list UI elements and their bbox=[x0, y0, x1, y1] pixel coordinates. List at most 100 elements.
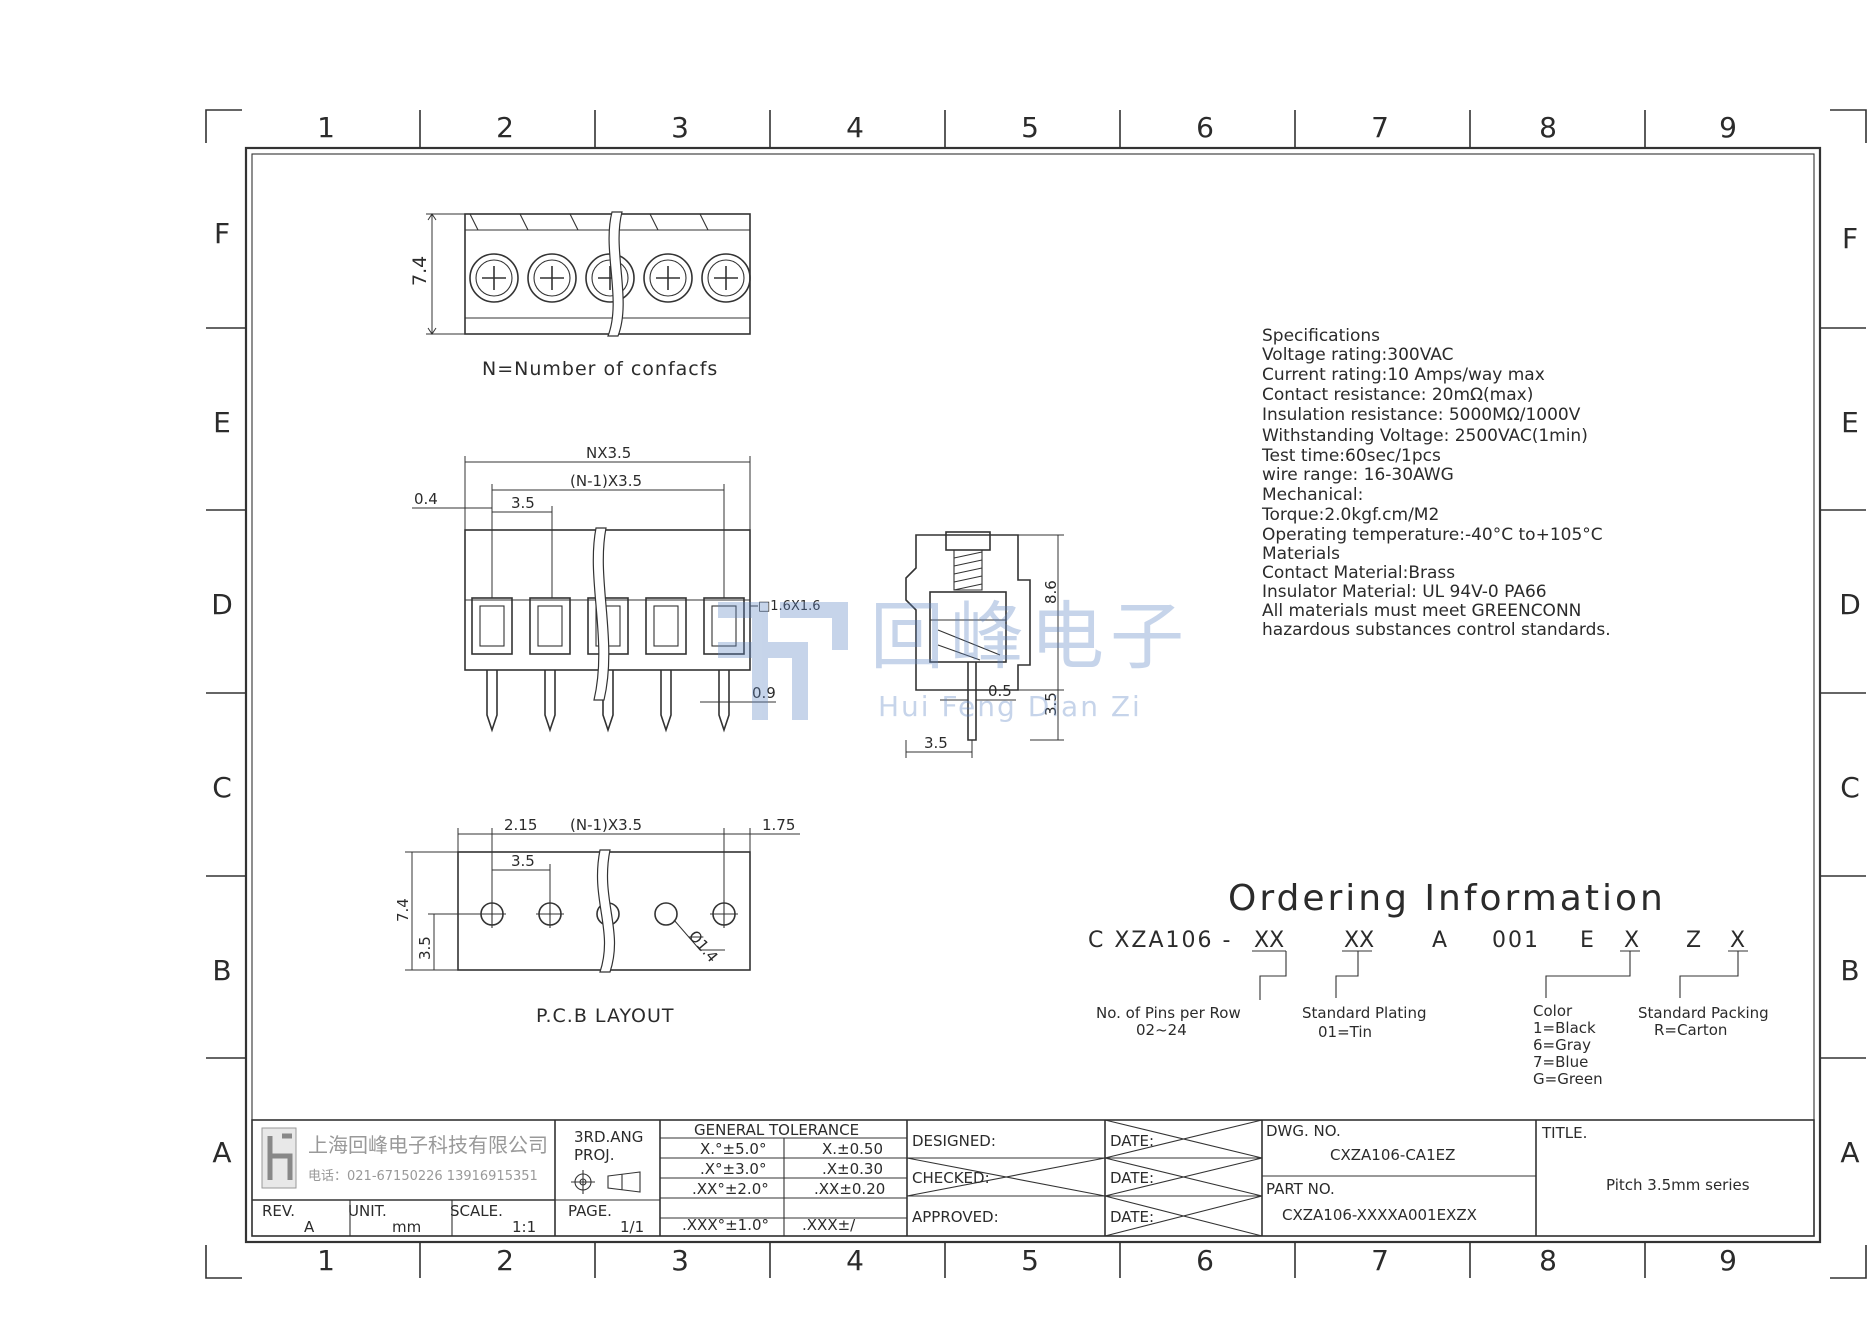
unit-label: UNIT. bbox=[348, 1202, 387, 1220]
front-dim-pitch: 3.5 bbox=[511, 494, 535, 512]
front-dim-pin-width: 0.9 bbox=[752, 684, 776, 702]
part-no-label: PART NO. bbox=[1266, 1180, 1335, 1198]
spec-line-10: Operating temperature:-40°C to+105°C bbox=[1262, 525, 1603, 545]
ordering-color-opt-2: 7=Blue bbox=[1533, 1053, 1588, 1071]
zone-col-1-bottom: 1 bbox=[317, 1244, 335, 1277]
ordering-pins-label: No. of Pins per Row bbox=[1096, 1004, 1241, 1022]
side-dim-depth: 3.5 bbox=[924, 734, 948, 752]
title-value: Pitch 3.5mm series bbox=[1606, 1176, 1750, 1194]
zone-labels-left: F E D C B A bbox=[211, 217, 233, 1169]
zone-row-d-right: D bbox=[1839, 588, 1861, 621]
front-view: NX3.5 (N-1)X3.5 0.4 3.5 □1.6X1.6 0.9 bbox=[412, 444, 821, 733]
tol-linear-2: .XX±0.20 bbox=[814, 1180, 885, 1198]
spec-line-12: Contact Material:Brass bbox=[1262, 563, 1455, 583]
spec-line-8: Mechanical: bbox=[1262, 485, 1363, 505]
zone-row-e: E bbox=[213, 406, 231, 439]
outer-frame bbox=[244, 146, 1822, 1244]
zone-col-3: 3 bbox=[671, 111, 689, 144]
spec-line-1: Voltage rating:300VAC bbox=[1262, 345, 1453, 365]
zone-row-a: A bbox=[212, 1136, 231, 1169]
zone-col-7-bottom: 7 bbox=[1371, 1244, 1389, 1277]
zone-row-c: C bbox=[212, 771, 232, 804]
ordering-color-opt-3: G=Green bbox=[1533, 1070, 1603, 1088]
spec-line-4: Insulation resistance: 5000MΩ/1000V bbox=[1262, 405, 1581, 425]
spec-line-9: Torque:2.0kgf.cm/M2 bbox=[1261, 505, 1439, 525]
top-view: 7.4 N=Number of confacfs bbox=[409, 211, 751, 380]
screw-heads bbox=[469, 253, 751, 303]
ordering-title: Ordering Information bbox=[1228, 878, 1666, 919]
ordering-prefix: C XZA106 - bbox=[1088, 928, 1232, 953]
zone-col-7: 7 bbox=[1371, 111, 1389, 144]
ordering-plating-label: Standard Plating bbox=[1302, 1004, 1427, 1022]
pcb-caption: P.C.B LAYOUT bbox=[536, 1005, 675, 1027]
zone-row-b: B bbox=[212, 954, 231, 987]
zone-col-8: 8 bbox=[1539, 111, 1557, 144]
front-dim-total: NX3.5 bbox=[586, 444, 631, 462]
tol-angle-2: .XX°±2.0° bbox=[692, 1180, 769, 1198]
zone-col-5: 5 bbox=[1021, 111, 1039, 144]
ordering-plating-opt: 01=Tin bbox=[1318, 1023, 1372, 1041]
ordering-xx2: XX bbox=[1344, 928, 1374, 953]
spec-line-2: Current rating:10 Amps/way max bbox=[1262, 365, 1545, 385]
zone-row-b-right: B bbox=[1840, 954, 1859, 987]
pcb-dim-pitch: 3.5 bbox=[511, 852, 535, 870]
spec-line-14: All materials must meet GREENCONN bbox=[1262, 601, 1581, 621]
zone-row-d: D bbox=[211, 588, 233, 621]
tol-linear-1: .X±0.30 bbox=[822, 1160, 883, 1178]
designed-date-label: DATE: bbox=[1110, 1132, 1154, 1150]
checked-label: CHECKED: bbox=[912, 1169, 990, 1187]
specifications: Specifications Voltage rating:300VAC Cur… bbox=[1261, 326, 1611, 640]
zone-col-8-bottom: 8 bbox=[1539, 1244, 1557, 1277]
tol-angle-3: .XXX°±1.0° bbox=[682, 1216, 769, 1234]
zone-col-2: 2 bbox=[496, 111, 514, 144]
scale-value: 1:1 bbox=[512, 1218, 536, 1236]
pcb-dim-row: 3.5 bbox=[416, 936, 434, 960]
company-name: 上海回峰电子科技有限公司 bbox=[308, 1133, 548, 1157]
ordering-a: A bbox=[1432, 928, 1447, 953]
zone-col-6-bottom: 6 bbox=[1196, 1244, 1214, 1277]
pcb-holes bbox=[478, 900, 738, 928]
tol-angle-1: .X°±3.0° bbox=[700, 1160, 766, 1178]
title-block: 上海回峰电子科技有限公司 电话：021-67150226 13916915351… bbox=[251, 1119, 1815, 1237]
zone-row-f: F bbox=[214, 217, 230, 250]
side-dim-height: 8.6 bbox=[1042, 580, 1060, 604]
tolerance-title: GENERAL TOLERANCE bbox=[694, 1121, 859, 1139]
front-dim-inner: (N-1)X3.5 bbox=[570, 472, 642, 490]
ordering-xx1: XX bbox=[1254, 928, 1284, 953]
projection-label-1: 3RD.ANG bbox=[574, 1128, 643, 1146]
approved-date-label: DATE: bbox=[1110, 1208, 1154, 1226]
zone-col-9-bottom: 9 bbox=[1719, 1244, 1737, 1277]
zone-col-4: 4 bbox=[846, 111, 864, 144]
zone-col-3-bottom: 3 bbox=[671, 1244, 689, 1277]
zone-col-6: 6 bbox=[1196, 111, 1214, 144]
ordering-information: Ordering Information C XZA106 - XX XX A … bbox=[1088, 878, 1769, 1088]
title-label: TITLE. bbox=[1541, 1124, 1587, 1142]
pcb-dim-right: 1.75 bbox=[762, 816, 795, 834]
tol-linear-3: .XXX±/ bbox=[802, 1216, 856, 1234]
ordering-color-label: Color bbox=[1533, 1002, 1573, 1020]
approved-label: APPROVED: bbox=[912, 1208, 999, 1226]
zone-labels-bottom: 1 2 3 4 5 6 7 8 9 bbox=[317, 1244, 1737, 1277]
top-view-caption: N=Number of confacfs bbox=[482, 358, 718, 380]
corner-marks bbox=[205, 109, 1867, 1279]
spec-line-0: Specifications bbox=[1262, 326, 1380, 346]
zone-row-f-right: F bbox=[1842, 222, 1858, 255]
spec-line-7: wire range: 16-30AWG bbox=[1262, 465, 1454, 485]
scale-label: SCALE. bbox=[450, 1202, 503, 1220]
zone-row-e-right: E bbox=[1841, 406, 1859, 439]
rev-label: REV. bbox=[262, 1202, 295, 1220]
pcb-dim-inner: (N-1)X3.5 bbox=[570, 816, 642, 834]
spec-line-15: hazardous substances control standards. bbox=[1262, 620, 1611, 640]
spec-line-3: Contact resistance: 20mΩ(max) bbox=[1262, 385, 1533, 405]
checked-date-label: DATE: bbox=[1110, 1169, 1154, 1187]
ordering-x1: X bbox=[1624, 928, 1639, 953]
top-view-height-dim: 7.4 bbox=[409, 256, 431, 286]
zone-col-5-bottom: 5 bbox=[1021, 1244, 1039, 1277]
pcb-dim-left: 2.15 bbox=[504, 816, 537, 834]
watermark: 回峰电子 Hui Feng Dian Zi bbox=[718, 594, 1184, 723]
zone-row-a-right: A bbox=[1840, 1136, 1859, 1169]
zone-col-2-bottom: 2 bbox=[496, 1244, 514, 1277]
front-dim-offset: 0.4 bbox=[414, 490, 438, 508]
spec-line-5: Withstanding Voltage: 2500VAC(1min) bbox=[1262, 426, 1588, 446]
